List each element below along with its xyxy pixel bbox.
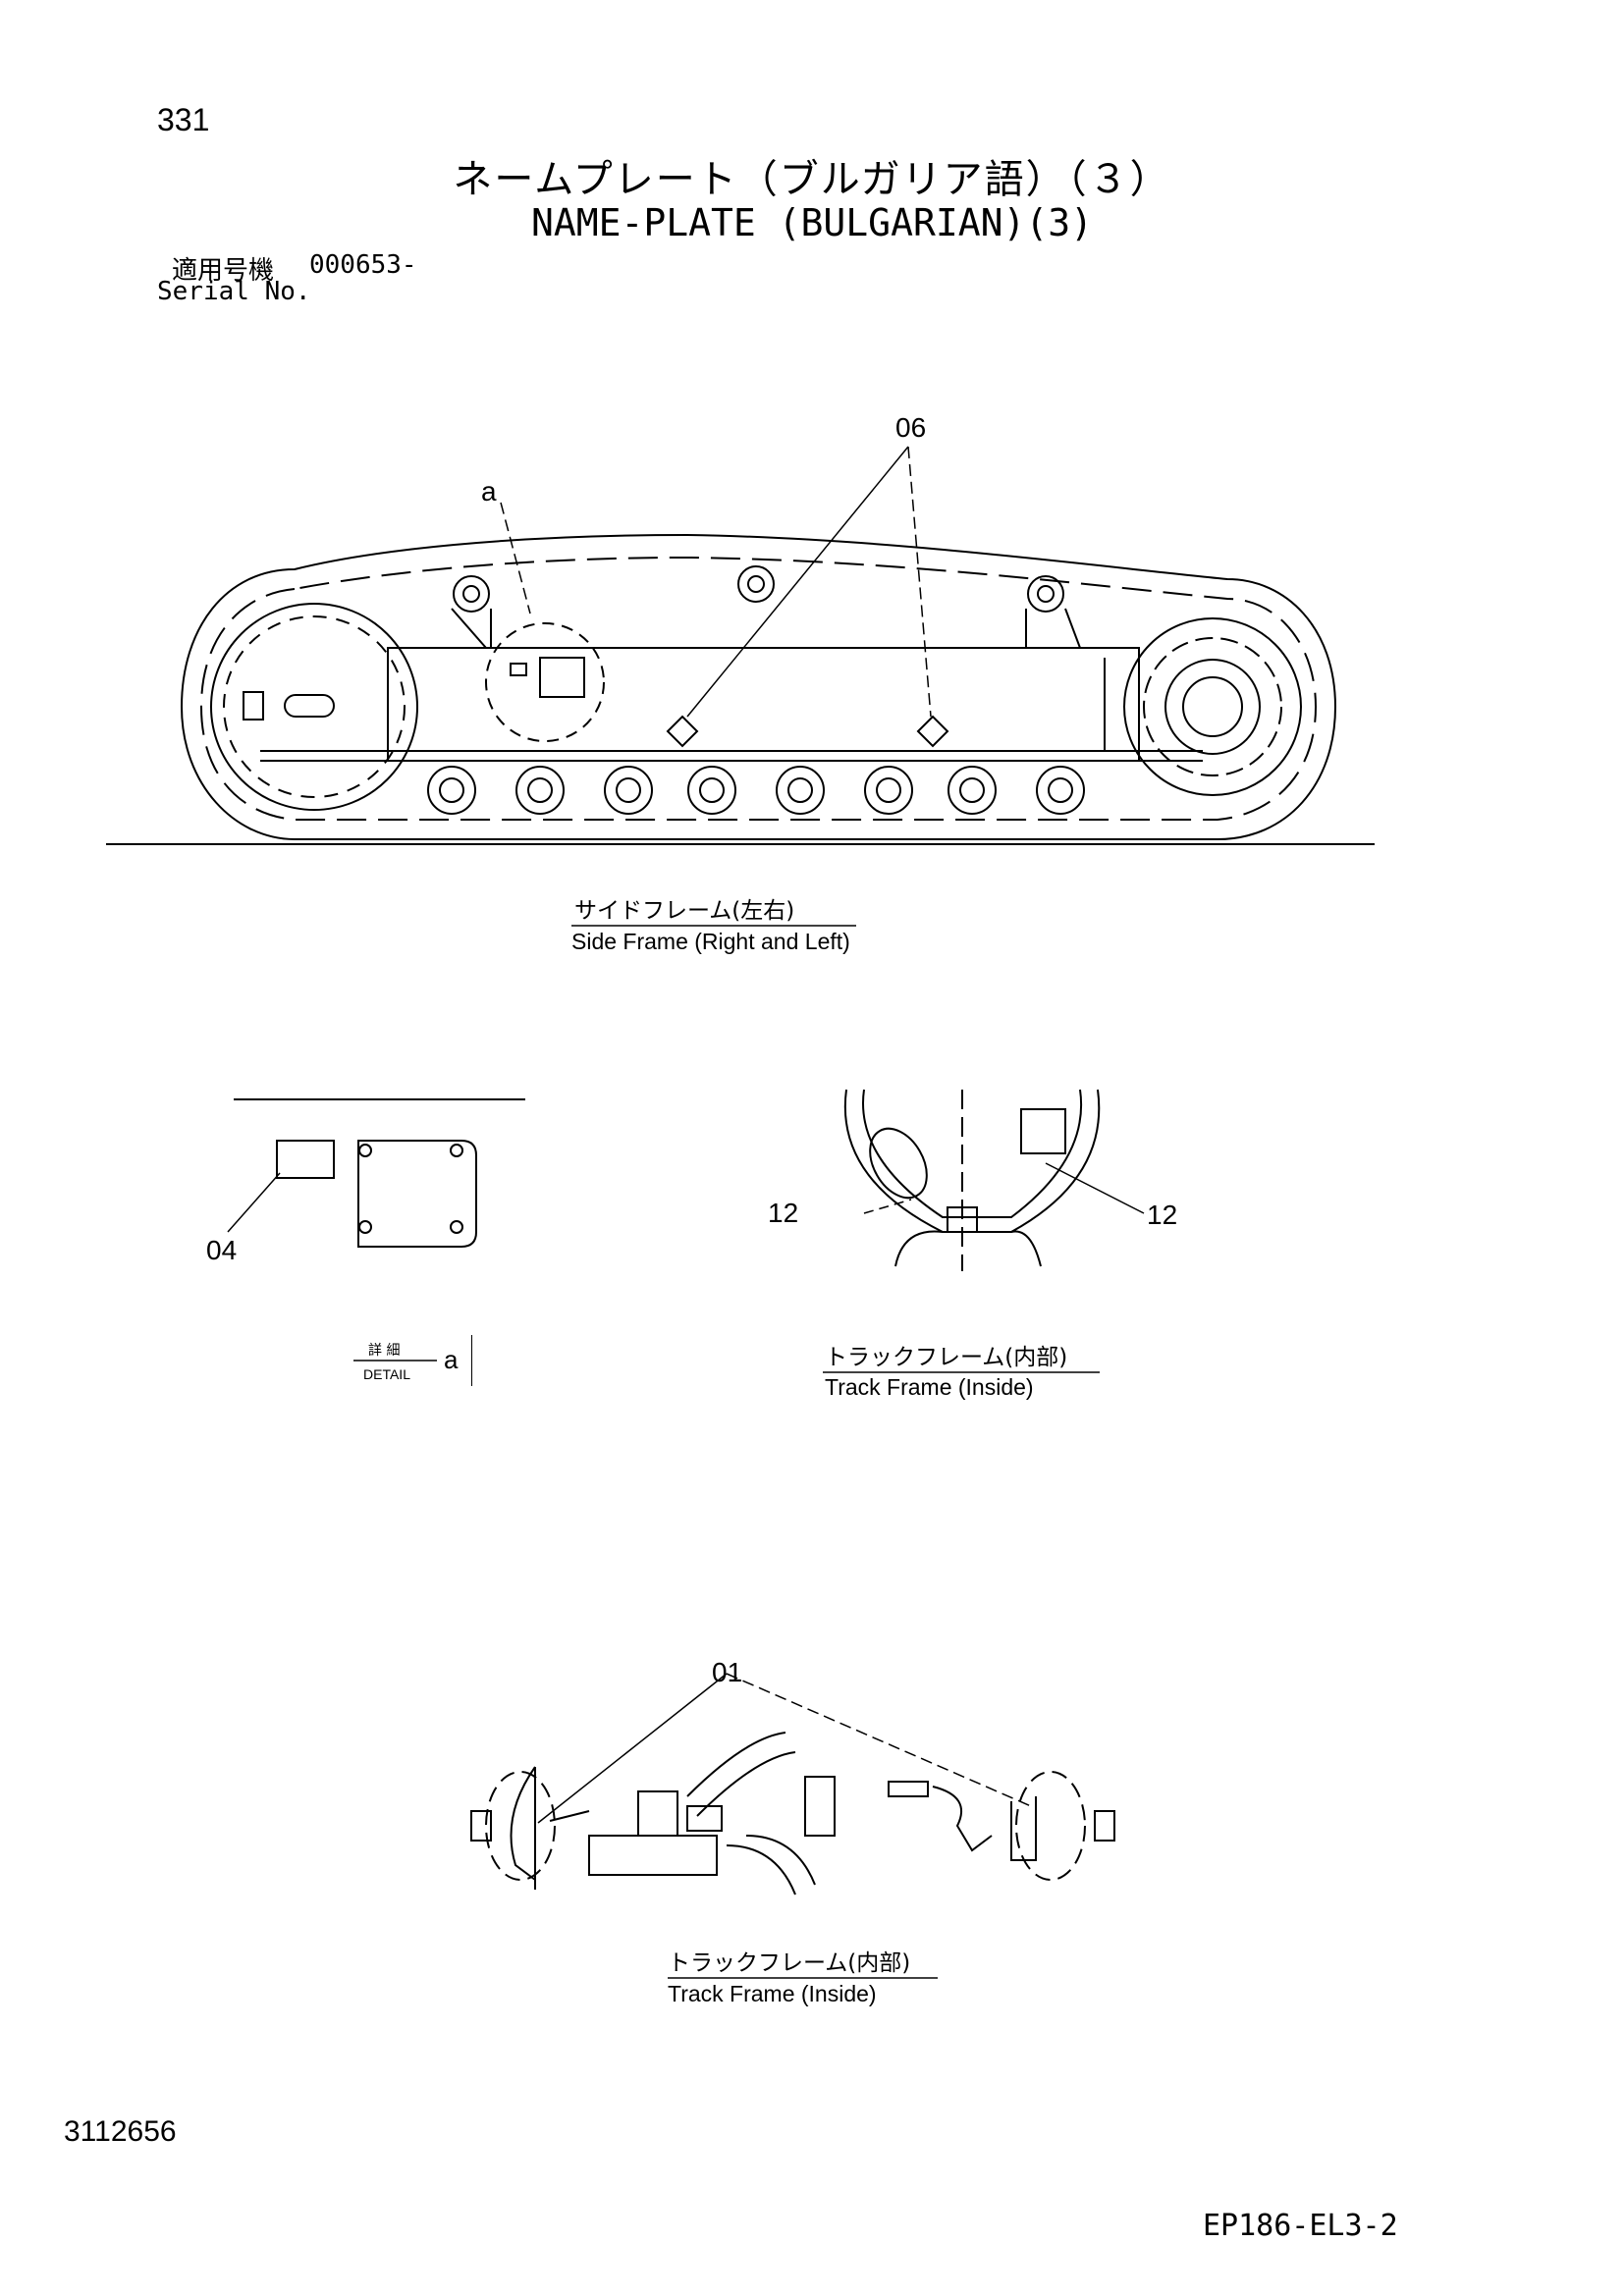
detail-frame bbox=[353, 1335, 472, 1386]
track-frame-inside-drawing-2 bbox=[470, 1673, 1115, 1896]
serial-number-value: 000653- bbox=[309, 250, 417, 280]
callout-01: 01 bbox=[712, 1657, 743, 1687]
callout-12-right: 12 bbox=[1147, 1200, 1178, 1230]
side-frame-caption-japanese: サイドフレーム(左右) bbox=[574, 898, 795, 924]
serial-label-english: Serial No. bbox=[157, 277, 311, 306]
callout-a: a bbox=[481, 476, 497, 507]
side-frame-caption-english: Side Frame (Right and Left) bbox=[571, 929, 850, 954]
callout-06: 06 bbox=[895, 412, 927, 443]
serial-label-japanese: 適用号機 bbox=[172, 256, 275, 286]
side-frame-drawing bbox=[106, 446, 1375, 845]
callout-04: 04 bbox=[206, 1235, 238, 1265]
title-japanese: ネームプレート（ブルガリア語）（３） bbox=[453, 157, 1171, 202]
track-frame-caption-english-1: Track Frame (Inside) bbox=[825, 1374, 1034, 1400]
callout-12-left: 12 bbox=[768, 1198, 799, 1228]
sheet-code: EP186-EL3-2 bbox=[1203, 2209, 1398, 2243]
track-frame-caption-japanese-1: トラックフレーム(内部) bbox=[825, 1345, 1068, 1370]
detail-label-english: DETAIL bbox=[363, 1366, 410, 1382]
document-code: 3112656 bbox=[64, 2115, 177, 2148]
track-frame-caption-english-2: Track Frame (Inside) bbox=[668, 1981, 877, 2006]
page-number: 331 bbox=[157, 102, 210, 137]
detail-letter: a bbox=[444, 1345, 459, 1374]
detail-label-japanese: 詳 細 bbox=[368, 1343, 401, 1359]
title-english: NAME-PLATE (BULGARIAN)(3) bbox=[531, 201, 1093, 244]
track-frame-inside-drawing-1 bbox=[843, 1089, 1145, 1271]
track-frame-caption-japanese-2: トラックフレーム(内部) bbox=[668, 1950, 911, 1976]
detail-a-drawing bbox=[227, 1098, 525, 1248]
